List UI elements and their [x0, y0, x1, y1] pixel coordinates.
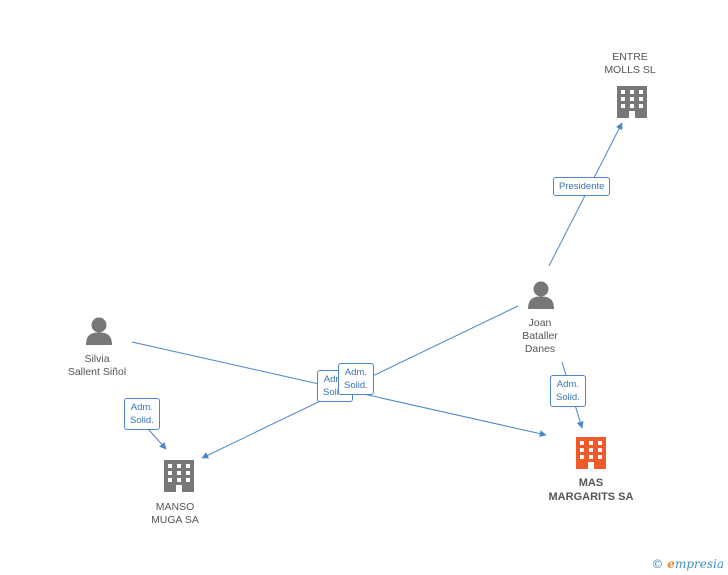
person-icon[interactable]: [86, 317, 112, 346]
node-label-manso[interactable]: MANSO MUGA SA: [151, 501, 199, 526]
edge-label-adm-silvia-manso: Adm. Solid.: [124, 398, 160, 430]
edge-label-adm-joan-mas: Adm. Solid.: [550, 375, 586, 407]
person-icon[interactable]: [528, 281, 554, 310]
brand-logo[interactable]: © empresia: [651, 557, 724, 571]
edge-label-presidente: Presidente: [553, 177, 611, 196]
node-label-entre-molls[interactable]: ENTRE MOLLS SL: [604, 51, 656, 76]
building-main-icon[interactable]: [576, 437, 606, 469]
node-label-joan[interactable]: Joan Bataller Danes: [522, 317, 558, 355]
node-label-silvia[interactable]: Silvia Sallent Siñol: [67, 353, 127, 378]
brand-name: mpresia: [674, 557, 724, 571]
building-icon[interactable]: [617, 86, 647, 118]
building-icon[interactable]: [164, 460, 194, 492]
copyright-icon: ©: [651, 557, 664, 571]
edge-label-adm-joan-manso: Adm. Solid.: [338, 363, 374, 395]
node-label-mas[interactable]: MAS MARGARITS SA: [548, 477, 634, 503]
brand-initial: e: [667, 557, 675, 571]
